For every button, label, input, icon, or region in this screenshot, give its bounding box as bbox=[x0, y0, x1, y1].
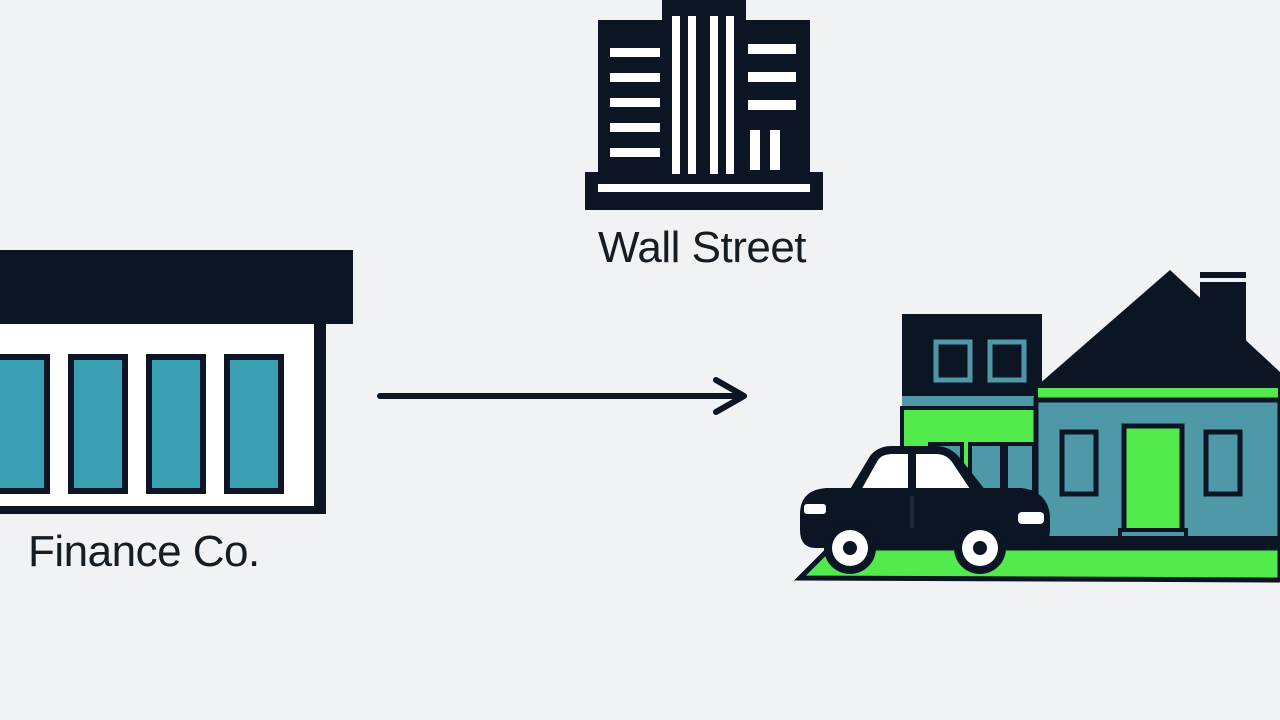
house-icon bbox=[793, 270, 1280, 583]
skyscraper-icon bbox=[585, 0, 823, 210]
storefront-icon bbox=[0, 250, 353, 514]
finance-co-label: Finance Co. bbox=[28, 527, 260, 576]
car-icon bbox=[800, 446, 1050, 574]
arrow-right-icon bbox=[377, 377, 747, 415]
wall-street-label: Wall Street bbox=[598, 223, 807, 272]
